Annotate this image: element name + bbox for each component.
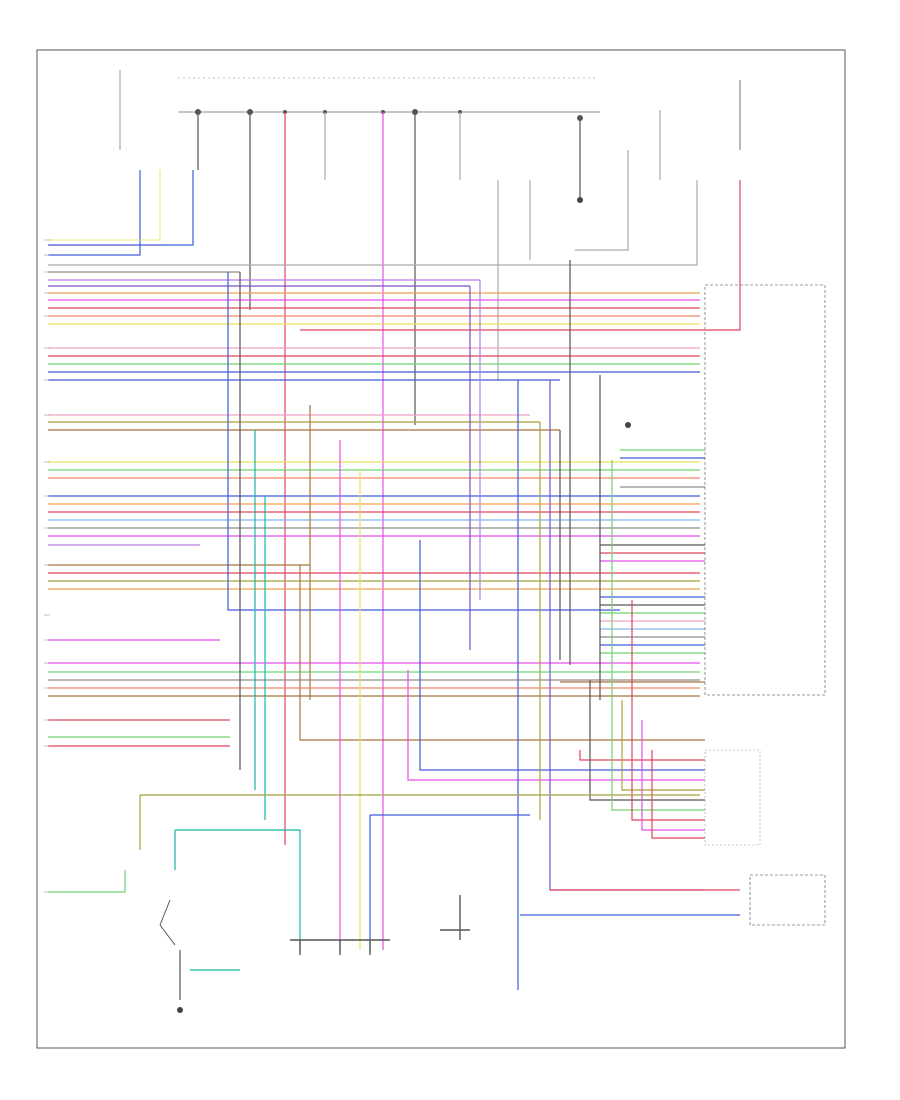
connector-box-right — [704, 749, 761, 846]
vertical-wires-top — [48, 70, 741, 950]
routing-wires — [48, 260, 740, 1000]
ground-symbols — [177, 197, 631, 1013]
right-module-wires — [560, 449, 705, 683]
left-pin-ticks — [44, 239, 50, 893]
pcm-module-box — [704, 284, 826, 696]
fuse-terminals — [195, 109, 583, 121]
left-harness-wires — [48, 271, 700, 747]
page-frame — [36, 49, 846, 1049]
bottom-connector — [290, 895, 470, 955]
right-lower-module-box — [749, 874, 826, 926]
switch-symbol — [159, 899, 176, 946]
